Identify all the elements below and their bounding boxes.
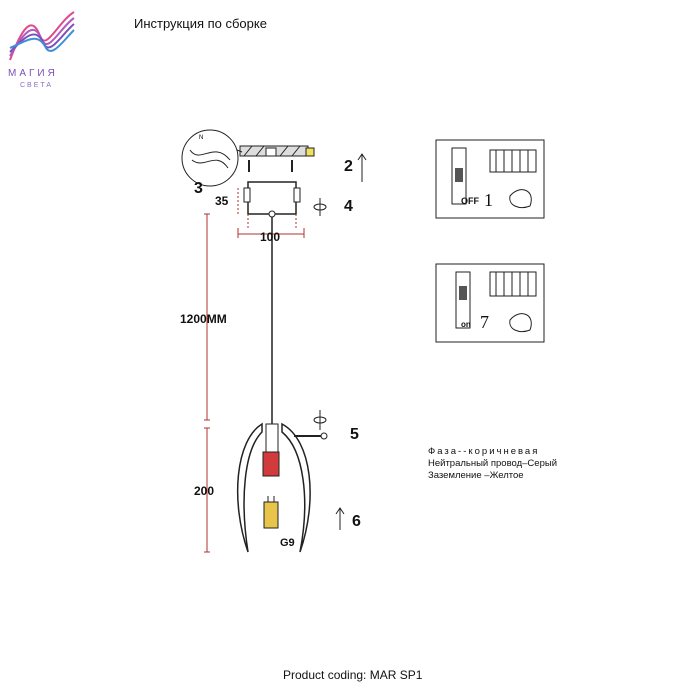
bulb-red <box>262 451 280 477</box>
wiring-detail: N <box>181 129 243 187</box>
legend-ground: Заземление –Желтое <box>428 470 524 481</box>
step-6-label: 6 <box>352 513 361 530</box>
switch-panel-on <box>435 263 545 343</box>
logo-subword: СВЕТА <box>20 82 54 89</box>
step-4-label: 4 <box>344 198 353 215</box>
canopy-height-dimension: 35 <box>215 194 229 208</box>
product-code: Product coding: MAR SP1 <box>283 668 423 682</box>
legend-neutral: Нейтральный провод–Серый <box>428 458 557 469</box>
bulb-g9 <box>263 501 279 529</box>
switch-off-label: OFF <box>461 196 479 206</box>
step-2-label: 2 <box>344 158 353 175</box>
step-3-label: 3 <box>194 180 203 197</box>
svg-text:N: N <box>199 135 203 141</box>
switch-panel-off <box>435 139 545 219</box>
ceiling-plate <box>239 145 315 157</box>
page-title: Инструкция по сборке <box>134 16 267 31</box>
logo-word: МАГИЯ <box>8 68 58 79</box>
arrow-up-icon <box>357 153 367 182</box>
step-5-label: 5 <box>350 426 359 443</box>
rotate-icon <box>313 198 327 216</box>
arrow-up-icon <box>335 507 345 530</box>
step-7-label: 7 <box>480 312 489 332</box>
bulb-type-label: G9 <box>280 537 295 549</box>
canopy <box>247 181 297 215</box>
shade-right <box>281 422 311 553</box>
shade-height-dimension: 200 <box>194 484 215 498</box>
canopy-width-dimension: 100 <box>260 230 281 244</box>
rotate-icon <box>313 410 327 430</box>
legend-phase: Фаза--коричневая <box>428 446 540 457</box>
switch-on-label: on <box>461 320 471 329</box>
logo-graphic <box>9 11 75 61</box>
cable-length-dimension: 1200MM <box>180 312 227 326</box>
step-1-label: 1 <box>484 190 493 210</box>
shade-left <box>236 422 263 553</box>
